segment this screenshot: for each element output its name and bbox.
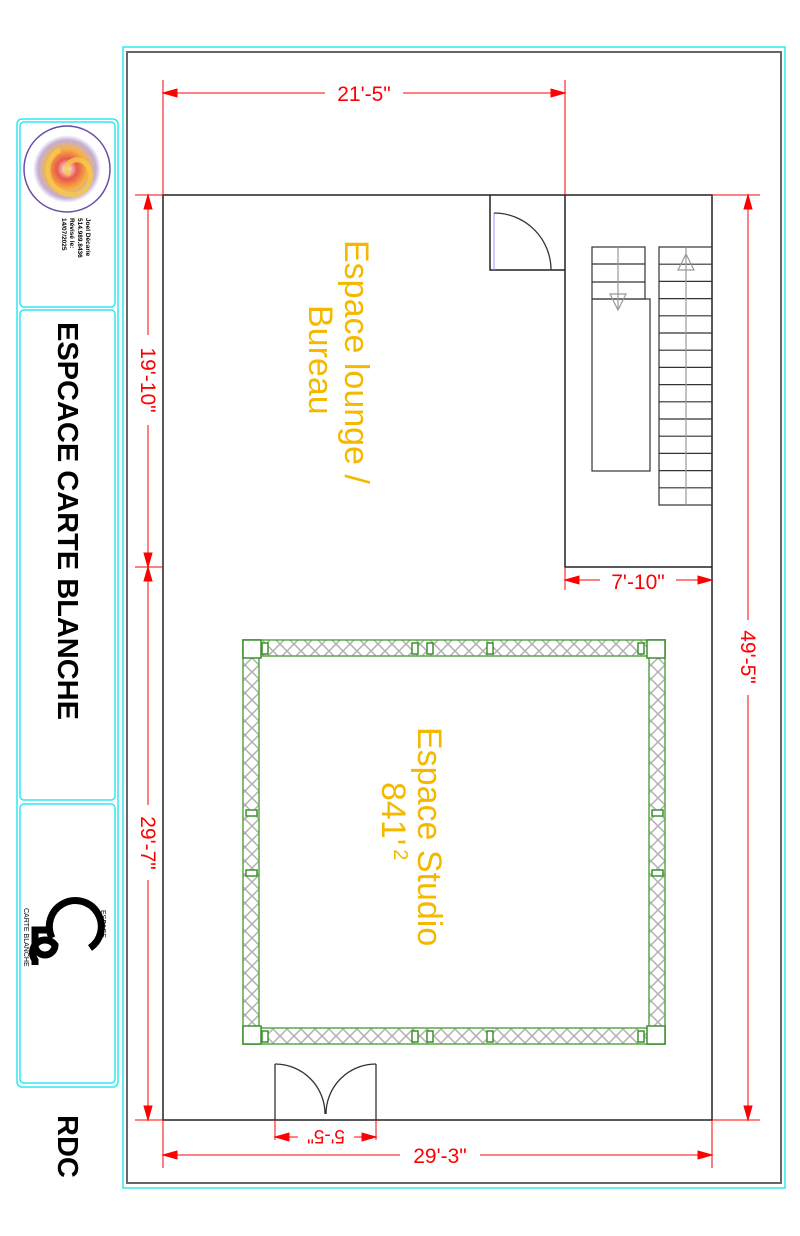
lounge-label-line2: Bureau: [301, 305, 339, 415]
dim-right: 49'-5": [736, 630, 759, 684]
staircase: [591, 246, 713, 506]
drawing-frame: [122, 46, 786, 1189]
project-title: ESPCACE CARTE BLANCHE: [51, 322, 83, 720]
logo-bottom-text: CARTE BLANCHE: [22, 908, 29, 967]
stair-down-arrow-icon: [609, 293, 627, 312]
entrance-double-door: [274, 1063, 377, 1120]
designer-name: Joel Décarie: [84, 218, 91, 257]
studio-label: Espace Studio: [410, 727, 448, 946]
lounge-label: Espace lounge /: [337, 240, 375, 484]
dim-left-upper: 19'-10": [136, 347, 159, 412]
studio-area: 841'2: [374, 782, 412, 860]
dim-stair-width: 7'-10": [611, 571, 665, 594]
revised-label: Révisé le:: [68, 218, 75, 248]
truss-rig: [242, 639, 666, 1045]
dim-door: 5'-5": [307, 1125, 345, 1146]
title-block: Joel Décarie 514.989.8436 Révisé le: 14/…: [16, 118, 119, 1178]
designer-phone: 514.989.8436: [76, 218, 83, 258]
dimension-lines: [135, 80, 760, 1168]
dim-top: 21'-5": [337, 83, 391, 106]
swirl-logo: [23, 125, 111, 213]
stair-up-arrow-icon: [677, 252, 695, 271]
level-label: RDC: [51, 1115, 83, 1178]
dim-bottom: 29'-3": [413, 1145, 467, 1168]
dim-left-lower: 29'-7": [136, 816, 159, 870]
carte-blanche-logo: ESPACE CARTE BLANCHE: [22, 897, 106, 967]
office-door: [493, 212, 552, 271]
revised-date: 14/07/2025: [60, 218, 67, 251]
